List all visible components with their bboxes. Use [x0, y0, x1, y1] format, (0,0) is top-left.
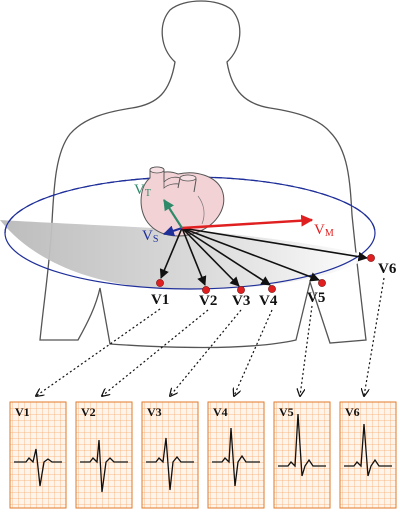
ecg-strip-v4: V4: [207, 401, 265, 509]
ecg-strip-v6: V6: [339, 401, 397, 509]
vt-label: VT: [134, 182, 151, 199]
lead-label-v3: V3: [232, 293, 250, 309]
vs-arrow: [162, 225, 183, 237]
electrode-v5: [318, 279, 326, 287]
electrode-v4: [268, 285, 276, 293]
vm-arrow: [181, 214, 314, 230]
svg-text:V1: V1: [15, 405, 30, 419]
electrode-v1: [156, 279, 164, 287]
heart: [140, 166, 225, 237]
lead-electrodes: [156, 254, 375, 294]
vm-label: VM: [314, 222, 334, 239]
svg-text:V5: V5: [279, 405, 294, 419]
torso-outline: [39, 0, 367, 349]
ecg-strip-v2: V2: [75, 401, 133, 509]
lead-label-v4: V4: [259, 293, 278, 309]
lead-label-v6: V6: [378, 261, 397, 277]
svg-text:V6: V6: [345, 405, 360, 419]
electrode-v6: [367, 254, 375, 262]
transverse-plane: [0, 220, 372, 290]
lead-label-v2: V2: [199, 293, 217, 309]
ecg-strip-v5: V5: [273, 401, 331, 509]
svg-text:V4: V4: [213, 405, 228, 419]
lead-label-v1: V1: [151, 292, 169, 308]
vs-label: VS: [142, 228, 158, 245]
ecg-strip-v3: V3: [141, 401, 199, 509]
ecg-strip-v1: V1: [9, 401, 67, 509]
svg-text:V2: V2: [81, 405, 96, 419]
lead-connectors: [36, 277, 385, 396]
electrode-v3: [237, 286, 245, 294]
lead-vectors: [159, 227, 368, 287]
vt-arrow: [163, 199, 183, 229]
lead-label-v5: V5: [307, 290, 325, 306]
svg-text:V3: V3: [147, 405, 162, 419]
electrode-v2: [202, 286, 210, 294]
